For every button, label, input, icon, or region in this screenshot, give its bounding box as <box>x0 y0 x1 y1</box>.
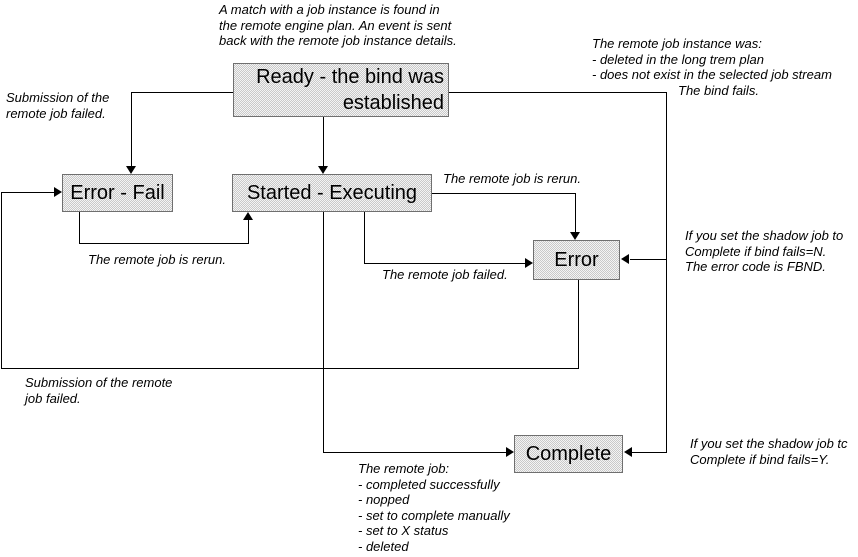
connector-rail-to-complete-h <box>630 452 666 453</box>
annotation-submission-failed-top: Submission of the remote job failed. <box>6 90 110 121</box>
connector-ready-to-started <box>323 117 324 167</box>
connector-ready-to-errorfail-v <box>131 92 132 167</box>
annotation-bind-fails-last-line: The bind fails. <box>678 83 759 98</box>
connector-started-to-complete-v <box>323 212 324 452</box>
state-label-started-executing: Started - Executing <box>246 182 418 204</box>
connector-rail-to-error-h <box>630 259 666 260</box>
connector-rerunloop-v1 <box>79 212 80 243</box>
connector-bigloop-v-left <box>1 192 2 368</box>
state-box-ready: Ready - the bind was established <box>233 63 449 117</box>
connector-bigloop-h-top <box>1 192 54 193</box>
state-label-ready: Ready - the bind was established <box>256 66 444 114</box>
state-box-started-executing: Started - Executing <box>232 174 432 212</box>
state-box-error: Error <box>533 240 620 280</box>
arrowhead-into-errorfail-top-icon <box>126 166 136 174</box>
state-label-error: Error <box>554 249 599 271</box>
connector-right-rail-v <box>666 92 667 453</box>
arrowhead-into-error-top-icon <box>570 232 580 240</box>
connector-rerunloop-v2 <box>248 220 249 243</box>
arrowhead-into-started-top-icon <box>318 166 328 174</box>
connector-started-to-error-h <box>432 193 575 194</box>
connector-bigloop-h-bottom <box>1 368 579 369</box>
state-label-complete: Complete <box>525 443 612 465</box>
connector-ready-to-errorfail-h <box>131 92 233 93</box>
connector-failed-v <box>364 212 365 263</box>
arrowhead-into-started-bottom-icon <box>243 212 253 220</box>
annotation-complete-note: The remote job: - completed successfully… <box>358 461 510 554</box>
arrowhead-into-complete-left-icon <box>506 447 514 457</box>
arrowhead-into-errorfail-left-icon <box>54 187 62 197</box>
annotation-shadow-complete-y: If you set the shadow job tc Complete if… <box>690 436 848 467</box>
annotation-rerun-right: The remote job is rerun. <box>443 171 582 186</box>
annotation-match-found: A match with a job instance is found in … <box>219 2 457 48</box>
state-box-complete: Complete <box>514 435 623 473</box>
annotation-submission-failed-bottom: Submission of the remote job failed. <box>25 375 173 406</box>
annotation-shadow-complete-n: If you set the shadow job to Complete if… <box>685 228 844 274</box>
arrowhead-into-complete-right-icon <box>624 447 632 457</box>
connector-started-to-error-v <box>575 193 576 232</box>
annotation-rerun-left: The remote job is rerun. <box>88 252 227 267</box>
connector-rerunloop-h <box>79 243 249 244</box>
state-box-error-fail: Error - Fail <box>62 174 173 212</box>
arrowhead-into-error-left-icon <box>525 258 533 268</box>
connector-failed-h <box>364 263 525 264</box>
annotation-bind-fails: The remote job instance was: - deleted i… <box>592 36 832 82</box>
state-label-error-fail: Error - Fail <box>70 182 165 204</box>
connector-started-to-complete-h <box>323 452 506 453</box>
connector-ready-to-rail-h <box>449 92 666 93</box>
arrowhead-into-error-right-icon <box>621 254 629 264</box>
connector-bigloop-v-right <box>578 280 579 368</box>
annotation-job-failed: The remote job failed. <box>382 267 508 282</box>
